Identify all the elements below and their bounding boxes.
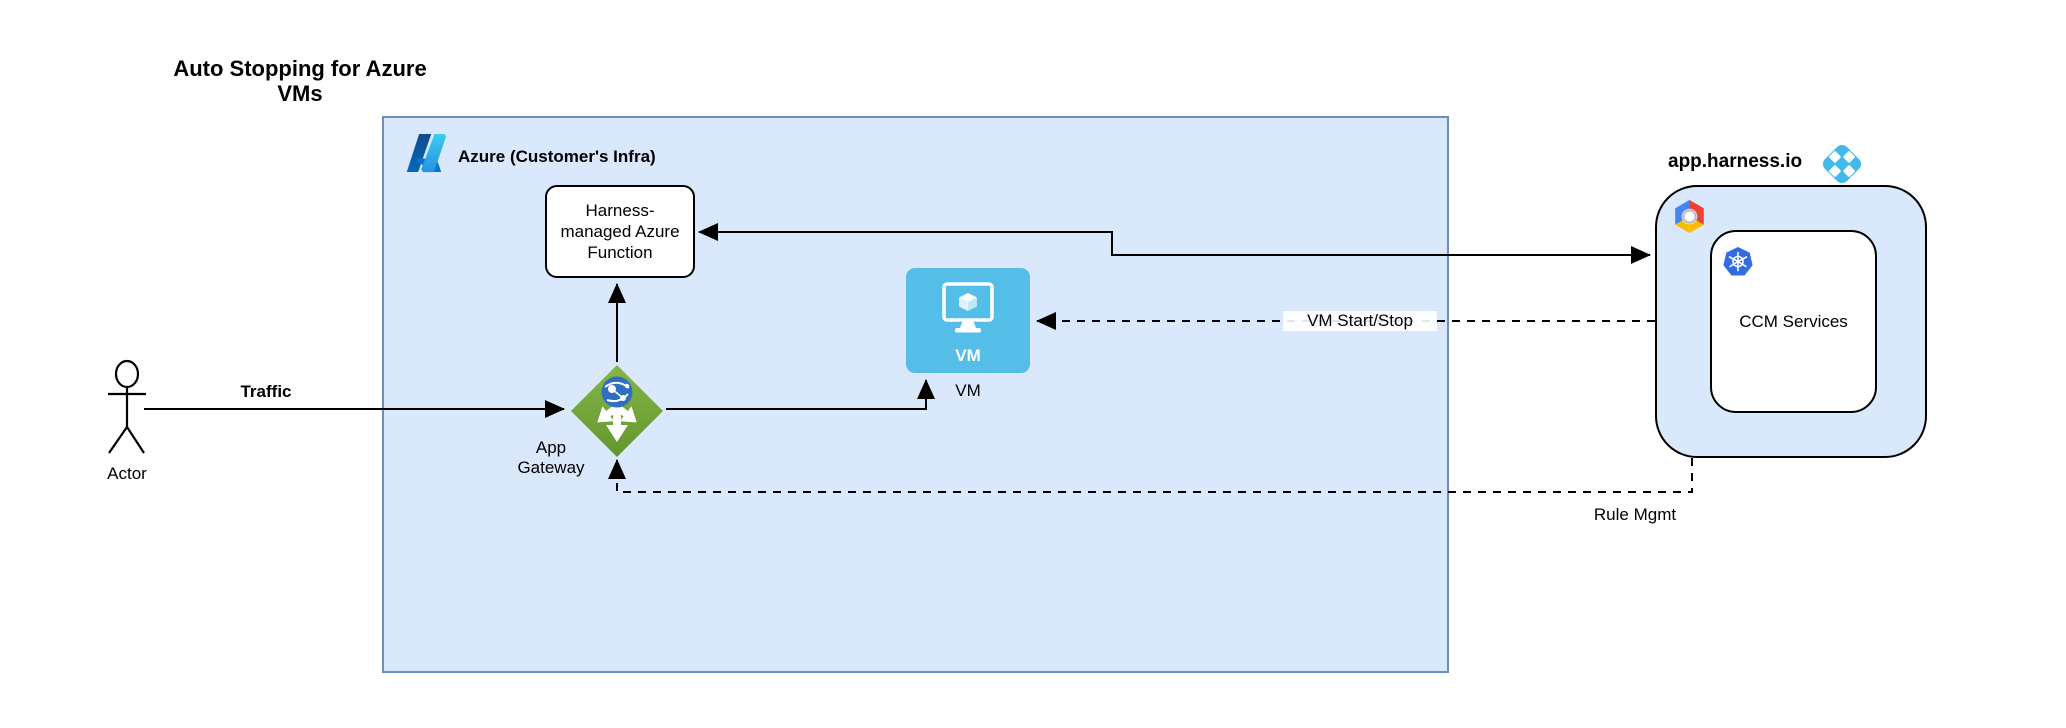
gateway-globe-icon	[601, 376, 633, 408]
gcp-logo-icon	[1675, 200, 1704, 233]
azure-function-label-line2: managed Azure	[560, 222, 680, 241]
app-gateway-label: App Gateway	[491, 438, 611, 478]
vm-node-label: VM	[955, 381, 981, 400]
vm-icon-label: VM	[955, 346, 981, 365]
diagram-title-line2: VMs	[277, 81, 323, 106]
azure-logo-icon	[406, 133, 447, 173]
vm-start-stop-edge-label: VM Start/Stop	[1283, 311, 1437, 331]
azure-function-label-line3: Function	[587, 243, 653, 262]
diagram-title: Auto Stopping for Azure VMs	[150, 56, 450, 106]
rule-mgmt-edge-label: Rule Mgmt	[1593, 505, 1677, 524]
actor-icon	[108, 359, 146, 454]
app-gateway-label-line1: App	[535, 438, 567, 457]
harness-domain-label: app.harness.io	[1668, 151, 1803, 172]
app-gateway-icon	[571, 365, 663, 457]
ccm-services-label: CCM Services	[1739, 312, 1848, 331]
azure-container-label: Azure (Customer's Infra)	[458, 147, 656, 166]
vm-monitor-cube-icon	[942, 282, 994, 333]
harness-logo-icon	[1822, 144, 1862, 184]
traffic-edge-label: Traffic	[240, 382, 292, 401]
vm-node: VM	[906, 268, 1030, 373]
azure-function-node: Harness- managed Azure Function	[545, 185, 695, 278]
actor-label: Actor	[107, 464, 147, 483]
app-gateway-label-line2: Gateway	[517, 458, 585, 477]
kubernetes-logo-icon	[1723, 247, 1753, 276]
diagram-title-line1: Auto Stopping for Azure	[173, 56, 427, 81]
azure-function-label-line1: Harness-	[585, 201, 655, 220]
